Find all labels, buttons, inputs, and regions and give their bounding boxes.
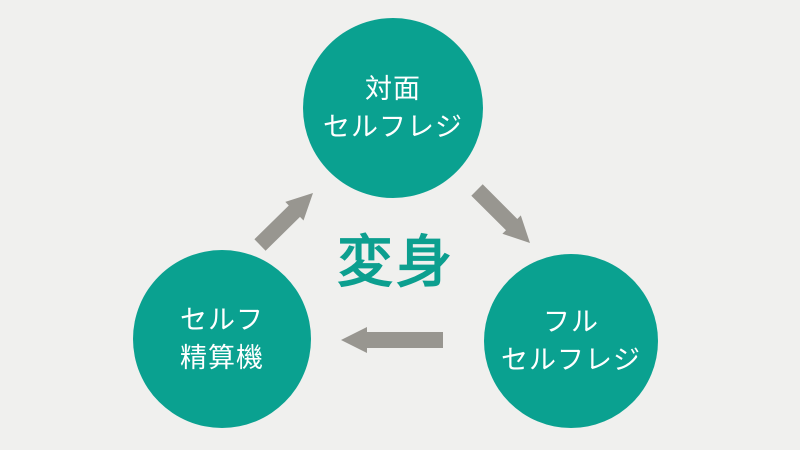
node-label-line: セルフレジ bbox=[323, 112, 463, 142]
node-circle-taimen-selfregi: 対面 セルフレジ bbox=[303, 18, 483, 198]
node-label-line: 精算機 bbox=[180, 343, 264, 373]
node-circle-self-seisanki: セルフ 精算機 bbox=[133, 250, 311, 428]
node-circle-full-selfregi: フル セルフレジ bbox=[484, 254, 658, 428]
arrow-top-to-bottomright bbox=[471, 184, 530, 243]
arrow-bottomright-to-bottomleft bbox=[341, 327, 443, 353]
node-label-line: 対面 bbox=[365, 74, 421, 104]
center-label-henshin: 変身 bbox=[337, 230, 455, 294]
node-label-line: セルフ bbox=[180, 305, 264, 335]
node-label-line: フル bbox=[543, 307, 599, 337]
arrow-bottomleft-to-top bbox=[254, 193, 313, 251]
node-label-line: セルフレジ bbox=[501, 345, 641, 375]
